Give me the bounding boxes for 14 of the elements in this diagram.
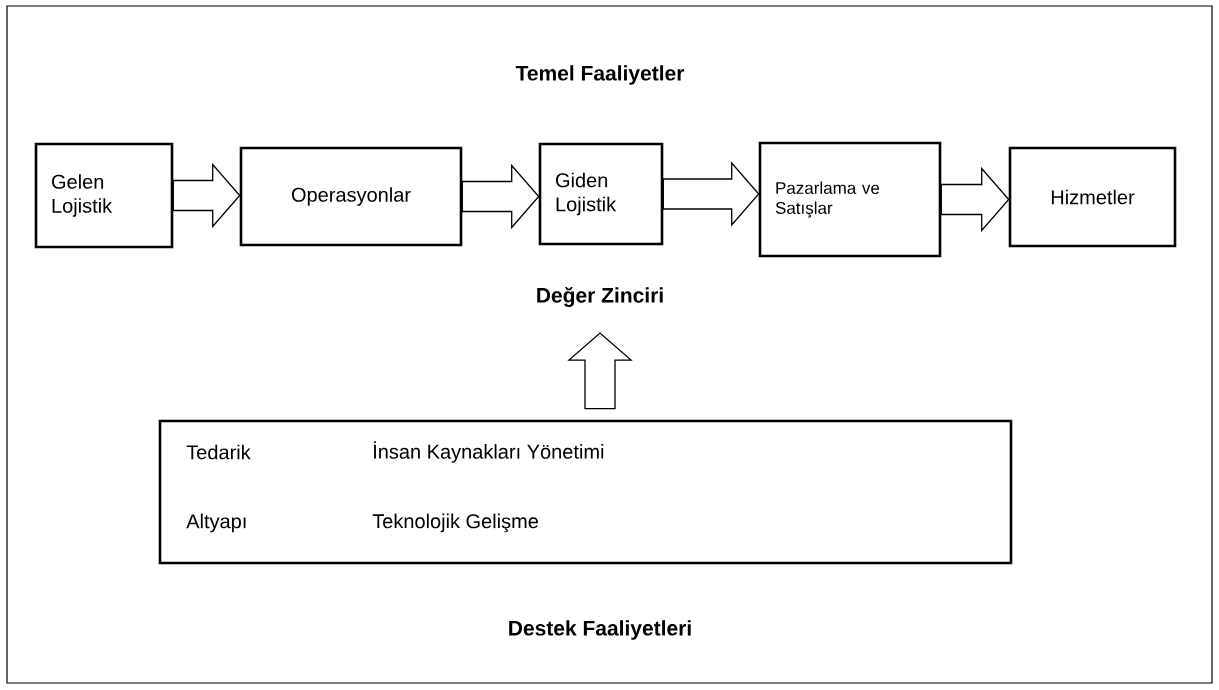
heading: Değer Zinciri xyxy=(537,287,663,307)
process-box: Giden Lojistik xyxy=(538,142,664,246)
process-box: Hizmetler xyxy=(1008,146,1177,248)
block-arrow xyxy=(567,332,633,410)
process-box: Gelen Lojistik xyxy=(34,142,174,249)
support-box: Tedarik İnsan Kaynakları Yönetimi Altyapı Teknolojik Gelişme xyxy=(158,419,1013,565)
process-box: Pazarlama ve Satışlar xyxy=(758,141,942,258)
heading: Temel Faaliyetler xyxy=(515,65,685,85)
heading: Destek Faaliyetleri xyxy=(509,620,691,640)
process-box: Operasyonlar xyxy=(239,146,463,247)
block-arrow xyxy=(662,161,760,227)
block-arrow xyxy=(172,162,241,229)
block-arrow xyxy=(940,166,1010,233)
block-arrow xyxy=(461,163,540,230)
